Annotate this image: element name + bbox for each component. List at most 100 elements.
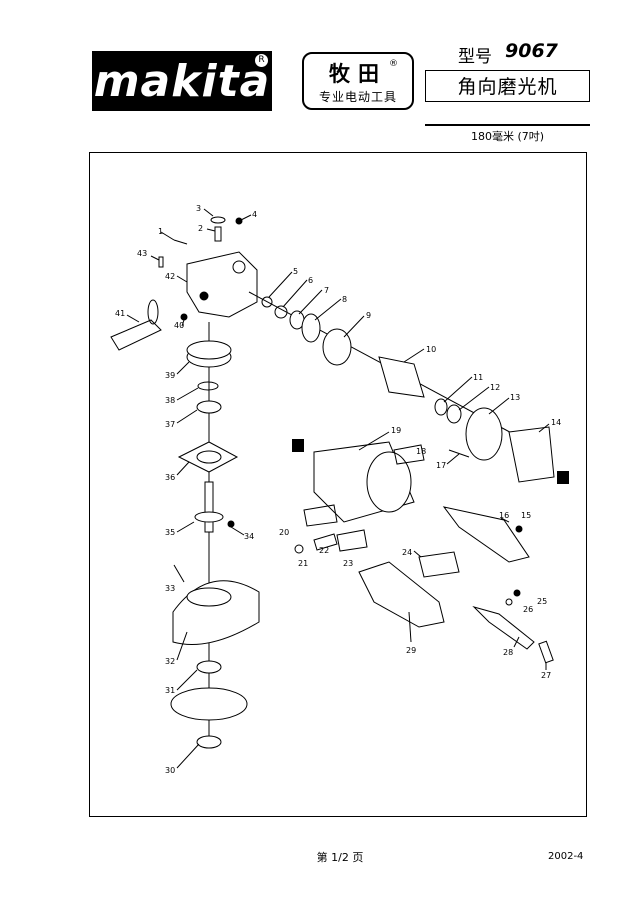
part-label-10: 10: [426, 345, 436, 354]
part-label-9: 9: [366, 311, 371, 320]
leader-5: [268, 271, 293, 298]
armature: [378, 356, 425, 398]
part-label-31: 31: [165, 686, 175, 695]
screw-25: [513, 589, 521, 597]
bearing-box-bore: [196, 450, 222, 464]
leader-32: [176, 631, 188, 661]
part-label-40: 40: [174, 321, 184, 330]
leader-6: [282, 279, 308, 308]
part-label-38: 38: [165, 396, 175, 405]
leader-14: [538, 423, 550, 433]
part-label-30: 30: [165, 766, 175, 775]
leader-28: [513, 636, 520, 648]
leader-11: [443, 376, 473, 403]
part-label-29: 29: [406, 646, 416, 655]
part-label-41: 41: [115, 309, 125, 318]
part-6: [274, 305, 288, 319]
washer-26: [505, 598, 513, 606]
leader-41: [126, 314, 140, 323]
part-label-24: 24: [402, 548, 412, 557]
part-label-7: 7: [324, 286, 329, 295]
baffle-plate-8: [301, 313, 321, 343]
part-label-28: 28: [503, 648, 513, 657]
leader-7: [298, 289, 323, 315]
lock-nut: [196, 735, 222, 749]
screw-33: [173, 564, 185, 583]
label-20: [303, 504, 338, 527]
leader-8: [314, 298, 342, 321]
part-label-35: 35: [165, 528, 175, 537]
part-label-43: 43: [137, 249, 147, 258]
chinese-brand-subtitle: 专业电动工具: [318, 90, 397, 104]
screw-34: [227, 520, 235, 528]
page-number: 第 1/2 页: [316, 851, 364, 864]
makita-logo-text: makita: [93, 56, 271, 107]
part-label-42: 42: [165, 272, 175, 281]
leader-10: [403, 348, 425, 363]
wheel-guard-collar: [186, 587, 232, 607]
part-label-12: 12: [490, 383, 500, 392]
leader-42: [176, 275, 188, 283]
part-label-36: 36: [165, 473, 175, 482]
chinese-brand-reg: ®: [389, 59, 398, 69]
leader-19: [358, 431, 390, 451]
washer-38: [197, 381, 219, 391]
product-size: 180毫米 (7吋): [470, 130, 545, 143]
bevel-gear-teeth: [186, 340, 232, 360]
label-23: [336, 529, 368, 552]
leader-13: [488, 397, 510, 415]
part-label-39: 39: [165, 371, 175, 380]
switch-24: [418, 551, 460, 578]
gear-housing: [186, 251, 258, 318]
leader-34: [230, 526, 245, 536]
header-rule: [425, 124, 590, 126]
rear-cover-16: [442, 506, 530, 563]
chinese-brand-box: [302, 52, 414, 110]
screw-15: [515, 525, 523, 533]
section-mark-a-left-text: A: [295, 442, 302, 452]
handle-29: [358, 561, 445, 628]
leader-4: [240, 214, 252, 221]
motor-housing-end: [366, 451, 412, 513]
fan: [322, 328, 352, 366]
cord-27: [538, 640, 554, 664]
part-label-1: 1: [158, 227, 163, 236]
strain-relief-28: [472, 606, 535, 650]
leader-35: [176, 521, 195, 533]
leader-17: [446, 453, 460, 465]
bolt-2: [214, 226, 222, 242]
inner-flange: [196, 660, 222, 674]
side-handle-guard: [147, 299, 159, 325]
plug-43: [158, 256, 164, 268]
cap-3: [210, 216, 226, 224]
ring-13: [465, 407, 503, 461]
section-mark-a-right-text: A: [560, 474, 567, 484]
product-name: 角向磨光机: [457, 76, 558, 98]
exploded-parts-diagram: A A 1 2 3 4 5 6 7 8 9 10 11 12 13 14 15 …: [110, 204, 569, 775]
part-label-32: 32: [165, 657, 175, 666]
screw-21: [294, 544, 304, 554]
part-label-2: 2: [198, 224, 203, 233]
screw-4: [235, 217, 243, 225]
leader-1: [160, 231, 175, 241]
product-name-box: [425, 70, 590, 102]
leader-16: [500, 517, 510, 523]
chinese-brand-name: 牧田: [329, 62, 387, 86]
part-label-16: 16: [499, 511, 509, 520]
leader-37: [176, 409, 198, 424]
leader-43: [150, 255, 160, 261]
part-label-15: 15: [521, 511, 531, 520]
part-label-5: 5: [293, 267, 298, 276]
part-label-17: 17: [436, 461, 446, 470]
housing-screw-hole: [199, 291, 209, 301]
spindle-flange: [194, 511, 224, 523]
diagram-frame: [89, 152, 587, 817]
leader-40: [181, 319, 185, 327]
grinding-disc: [170, 687, 248, 721]
leader-30: [176, 743, 200, 769]
leader-24: [413, 550, 422, 558]
model-label: 型号: [458, 47, 492, 67]
leader-12: [458, 386, 490, 411]
housing-bore: [232, 260, 246, 274]
leader-39: [176, 361, 190, 375]
